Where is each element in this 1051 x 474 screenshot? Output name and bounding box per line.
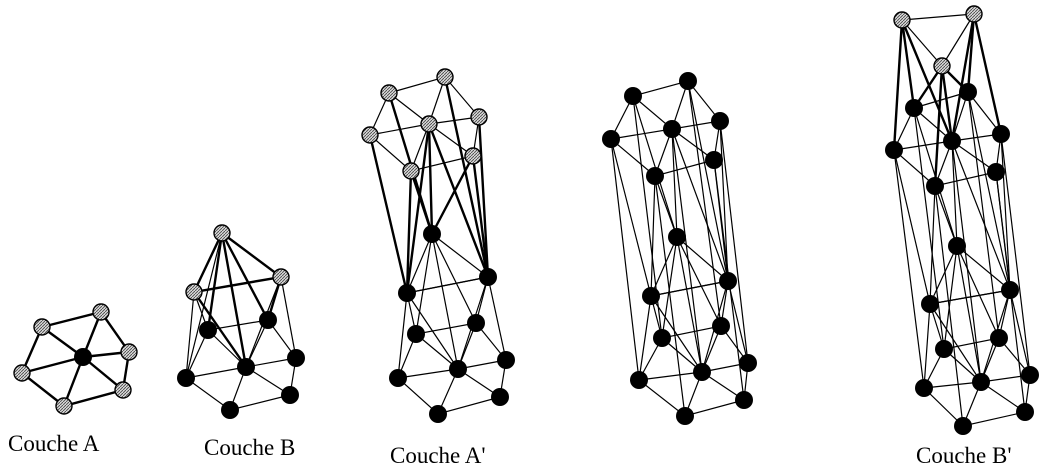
- atom-hatched: [361, 126, 379, 144]
- atom-hatched: [470, 108, 488, 126]
- atom-black: [630, 371, 648, 389]
- atom-black: [921, 295, 939, 313]
- atom-black: [646, 167, 664, 185]
- atom-black: [199, 321, 217, 339]
- atom-hatched: [114, 381, 132, 399]
- atom-black: [972, 373, 990, 391]
- atom-hatched: [420, 115, 438, 133]
- label-couche-b: Couche B: [204, 435, 296, 460]
- atom-hatched: [965, 5, 983, 23]
- label-couche-a-prime: Couche A': [390, 443, 486, 468]
- atom-hatched: [120, 343, 138, 361]
- atom-black: [624, 87, 642, 105]
- atom-hatched: [402, 162, 420, 180]
- atom-hatched: [380, 84, 398, 102]
- atom-black: [905, 99, 923, 117]
- atom-black: [287, 349, 305, 367]
- atom-hatched: [185, 283, 203, 301]
- atom-black: [1021, 366, 1039, 384]
- atom-hatched: [464, 147, 482, 165]
- atom-black: [74, 348, 92, 366]
- atom-black: [423, 225, 441, 243]
- atom-hatched: [933, 57, 951, 75]
- structure-couche-a-prime: [361, 68, 515, 423]
- atom-black: [491, 388, 509, 406]
- atom-hatched: [13, 364, 31, 382]
- atom-black: [663, 120, 681, 138]
- atom-hatched: [92, 303, 110, 321]
- structure-stack-4: [602, 72, 757, 425]
- atom-black: [992, 125, 1010, 143]
- atom-black: [642, 287, 660, 305]
- atom-black: [693, 363, 711, 381]
- label-couche-a: Couche A: [8, 431, 100, 456]
- atom-black: [705, 151, 723, 169]
- atom-black: [739, 354, 757, 372]
- atom-black: [959, 83, 977, 101]
- atom-black: [711, 112, 729, 130]
- structure-couche-b-prime-bonds: [892, 12, 1031, 427]
- atom-black: [990, 329, 1008, 347]
- atom-black: [407, 325, 425, 343]
- atom-black: [735, 391, 753, 409]
- atom-black: [954, 417, 972, 435]
- atom-black: [259, 311, 277, 329]
- atom-black: [467, 314, 485, 332]
- atom-black: [389, 369, 407, 387]
- structure-couche-a: [13, 303, 138, 415]
- atom-black: [885, 141, 903, 159]
- atom-black: [653, 329, 671, 347]
- atom-black: [237, 358, 255, 376]
- atom-hatched: [213, 224, 231, 242]
- atom-black: [479, 268, 497, 286]
- atom-hatched: [272, 268, 290, 286]
- label-couche-b-prime: Couche B': [916, 443, 1012, 468]
- atom-black: [429, 405, 447, 423]
- atom-black: [221, 401, 239, 419]
- structure-couche-b: [177, 224, 305, 419]
- atom-black: [676, 407, 694, 425]
- atom-hatched: [55, 397, 73, 415]
- atom-black: [1001, 281, 1019, 299]
- atom-black: [935, 340, 953, 358]
- structure-couche-b-bonds: [185, 231, 297, 411]
- atom-black: [679, 72, 697, 90]
- atom-black: [712, 317, 730, 335]
- atom-black: [177, 369, 195, 387]
- atom-black: [1016, 403, 1034, 421]
- atom-black: [497, 351, 515, 369]
- structure-couche-b-prime: [885, 5, 1039, 435]
- atom-black: [719, 272, 737, 290]
- atom-black: [668, 228, 686, 246]
- atom-black: [449, 360, 467, 378]
- atom-black: [398, 284, 416, 302]
- atom-hatched: [893, 11, 911, 29]
- atom-black: [987, 163, 1005, 181]
- atom-black: [943, 132, 961, 150]
- atom-black: [948, 237, 966, 255]
- atom-black: [915, 379, 933, 397]
- atom-hatched: [33, 318, 51, 336]
- structure-couche-a-prime-bonds: [368, 75, 507, 415]
- atom-black: [926, 177, 944, 195]
- atom-black: [281, 386, 299, 404]
- atom-black: [602, 130, 620, 148]
- atom-hatched: [436, 68, 454, 86]
